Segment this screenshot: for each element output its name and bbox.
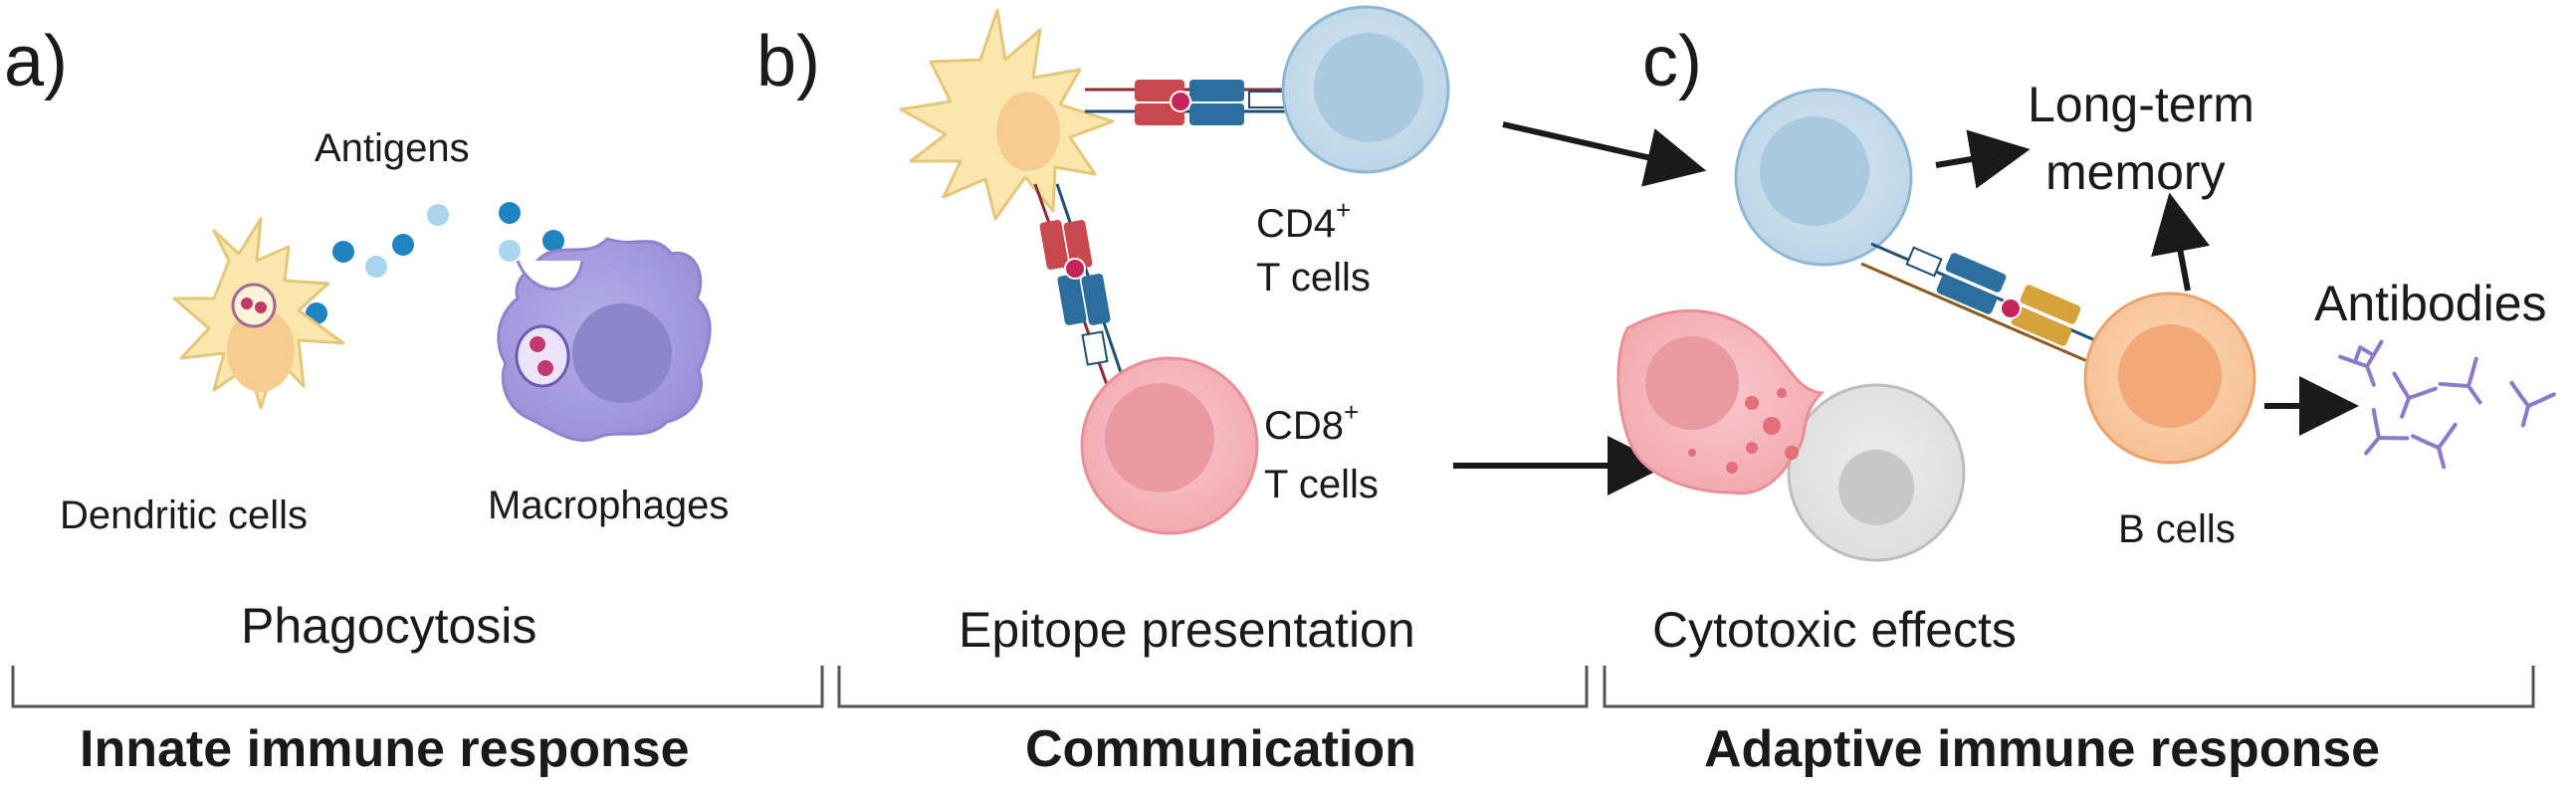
macrophages-label: Macrophages [488, 484, 729, 527]
antibodies [2338, 339, 2556, 470]
antibody-icon [2411, 422, 2458, 470]
antibody-icon [2509, 380, 2556, 428]
cd8-superscript: + [1344, 397, 1359, 427]
panel-c-letter: c) [1642, 22, 1702, 101]
macrophage-nucleus [572, 303, 672, 403]
cd8-text: CD8 [1264, 404, 1344, 448]
memory-line1: Long-term [2028, 77, 2254, 132]
antibody-icon [2392, 371, 2438, 419]
cd4-label: CD4+ T cells [1256, 195, 1371, 299]
dendritic-cells-label: Dendritic cells [60, 493, 308, 537]
cd4-superscript: + [1336, 195, 1351, 225]
arrow-tcell-to-memory [1935, 129, 2031, 189]
antigen [332, 241, 354, 263]
panel-a-letter: a) [4, 22, 68, 101]
epitope [2000, 297, 2022, 319]
epitope [1064, 258, 1086, 280]
svg-text:CD4+: CD4+ [1256, 195, 1351, 246]
memory-line2: memory [2045, 144, 2226, 200]
b-cells-label: B cells [2118, 507, 2236, 551]
panel-b-letter: b) [756, 22, 820, 101]
svg-text:CD8+: CD8+ [1264, 397, 1359, 448]
antibody-icon [2338, 339, 2384, 387]
communication-label: Communication [1025, 720, 1416, 778]
phagocytosis-label: Phagocytosis [241, 598, 537, 654]
antigens-label: Antigens [315, 126, 470, 170]
cytotoxic-effects-label: Cytotoxic effects [1652, 602, 2017, 658]
arrow-cd4-to-c [1502, 121, 1707, 187]
macrophage [497, 237, 712, 443]
epitope-presentation-label: Epitope presentation [959, 602, 1415, 658]
dendritic-cell-a [172, 217, 345, 410]
antigen [392, 234, 414, 256]
antigen [499, 240, 521, 262]
antigen [499, 202, 521, 224]
cytotoxic-t-cell [1616, 308, 1825, 495]
epitope [1170, 91, 1191, 112]
helper-t-cell [1734, 88, 1913, 267]
bracket-innate [11, 666, 824, 708]
cd8-t-cell [1080, 356, 1259, 535]
phagosome [231, 283, 277, 328]
b-cell [2083, 292, 2256, 465]
dendritic-cell-b [899, 8, 1115, 221]
cytotoxic-target [1787, 383, 1966, 562]
antigen [365, 256, 387, 278]
dendritic-nucleus [996, 92, 1060, 171]
cd8-label: CD8+ T cells [1264, 397, 1379, 506]
adaptive-response-label: Adaptive immune response [1704, 720, 2380, 778]
mhc-tcr-complex-cd4 [1085, 80, 1294, 125]
antigen [427, 204, 449, 226]
antibody-icon [2364, 408, 2410, 456]
bracket-adaptive [1603, 666, 2535, 708]
arrow-bcell-to-memory [2151, 192, 2211, 292]
antibodies-label: Antibodies [2314, 276, 2547, 331]
panel-c: c) [1603, 22, 2556, 778]
cd4-t-cell [1281, 5, 1450, 174]
t-b-receptor-complex [1860, 242, 2126, 375]
antibody-icon [2438, 356, 2482, 405]
cd4-tcells-text: T cells [1256, 256, 1371, 299]
cd8-tcells-text: T cells [1264, 463, 1379, 506]
mhc-tcr-complex-cd8 [1033, 183, 1130, 394]
panel-b: b) [756, 5, 1589, 778]
cd4-text: CD4 [1256, 202, 1336, 246]
phagosome [515, 324, 570, 388]
antigen [542, 230, 564, 252]
dendritic-nucleus [227, 308, 295, 392]
bracket-communication [837, 666, 1589, 708]
panel-a: a) Antigens [4, 22, 824, 778]
innate-response-label: Innate immune response [80, 720, 690, 778]
